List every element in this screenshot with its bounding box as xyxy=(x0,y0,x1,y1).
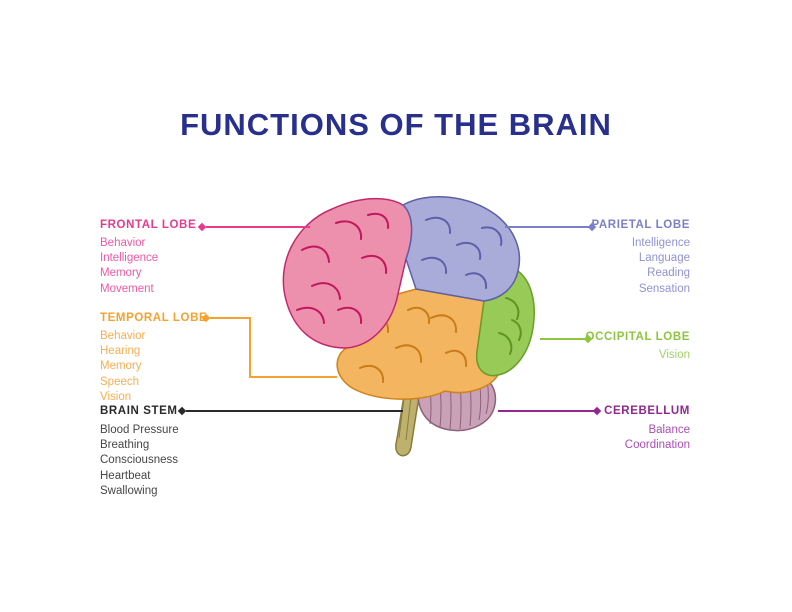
connector-line-temporal-2 xyxy=(249,317,251,378)
page-title: FUNCTIONS OF THE BRAIN xyxy=(180,107,612,142)
occipital-lobe-functions: Vision xyxy=(659,348,690,363)
function-item: Heartbeat xyxy=(100,469,151,482)
function-item: Sensation xyxy=(638,282,690,295)
brain-illustration xyxy=(282,196,535,457)
brain-stem-functions: Blood Pressure Breathing Consciousness H… xyxy=(100,423,179,499)
function-item: Intelligence xyxy=(100,252,159,265)
occipital-lobe-label: OCCIPITAL LOBE xyxy=(585,331,690,343)
connector-line-parietal xyxy=(505,226,589,228)
cerebellum-functions: Balance Coordination xyxy=(625,423,690,453)
brain-stem-label: BRAIN STEM xyxy=(100,405,178,417)
parietal-lobe-label: PARIETAL LOBE xyxy=(591,219,690,231)
connector-line-temporal-1 xyxy=(210,317,251,319)
connector-line-brain-stem xyxy=(186,410,403,412)
function-item: Hearing xyxy=(100,345,141,358)
frontal-lobe-functions: Behavior Intelligence Memory Movement xyxy=(100,236,158,297)
connector-dot-cerebellum xyxy=(592,406,602,416)
function-item: Behavior xyxy=(100,237,146,249)
connector-dot-frontal xyxy=(197,222,207,232)
parietal-lobe-sulci xyxy=(421,216,503,289)
function-item: Blood Pressure xyxy=(100,424,179,436)
connector-line-temporal-3 xyxy=(249,376,337,378)
function-item: Reading xyxy=(647,267,690,280)
function-item: Vision xyxy=(100,390,132,403)
function-item: Vision xyxy=(658,349,690,361)
function-item: Memory xyxy=(100,360,142,373)
function-item: Consciousness xyxy=(100,454,178,467)
function-item: Swallowing xyxy=(100,484,158,497)
parietal-lobe-functions: Intelligence Language Reading Sensation xyxy=(632,236,690,297)
function-item: Language xyxy=(638,252,690,265)
function-item: Intelligence xyxy=(631,237,690,249)
connector-line-cerebellum xyxy=(498,410,594,412)
function-item: Movement xyxy=(100,282,154,295)
occipital-lobe-sulci xyxy=(498,297,522,355)
parietal-lobe-region xyxy=(401,196,521,302)
cerebellum-stripes xyxy=(427,366,489,430)
temporal-lobe-functions: Behavior Hearing Memory Speech Vision xyxy=(100,329,145,405)
cerebellum-label: CEREBELLUM xyxy=(604,405,690,417)
connector-line-occipital xyxy=(540,338,585,340)
frontal-lobe-sulci xyxy=(296,212,390,324)
function-item: Balance xyxy=(648,424,690,436)
frontal-lobe-label: FRONTAL LOBE xyxy=(100,219,197,231)
function-item: Behavior xyxy=(100,330,146,342)
function-item: Coordination xyxy=(624,439,690,452)
temporal-lobe-label: TEMPORAL LOBE xyxy=(100,312,208,324)
function-item: Speech xyxy=(100,375,140,388)
function-item: Memory xyxy=(100,267,142,280)
connector-line-frontal xyxy=(206,226,310,228)
connector-dot-brain-stem xyxy=(177,406,187,416)
function-item: Breathing xyxy=(100,439,150,452)
